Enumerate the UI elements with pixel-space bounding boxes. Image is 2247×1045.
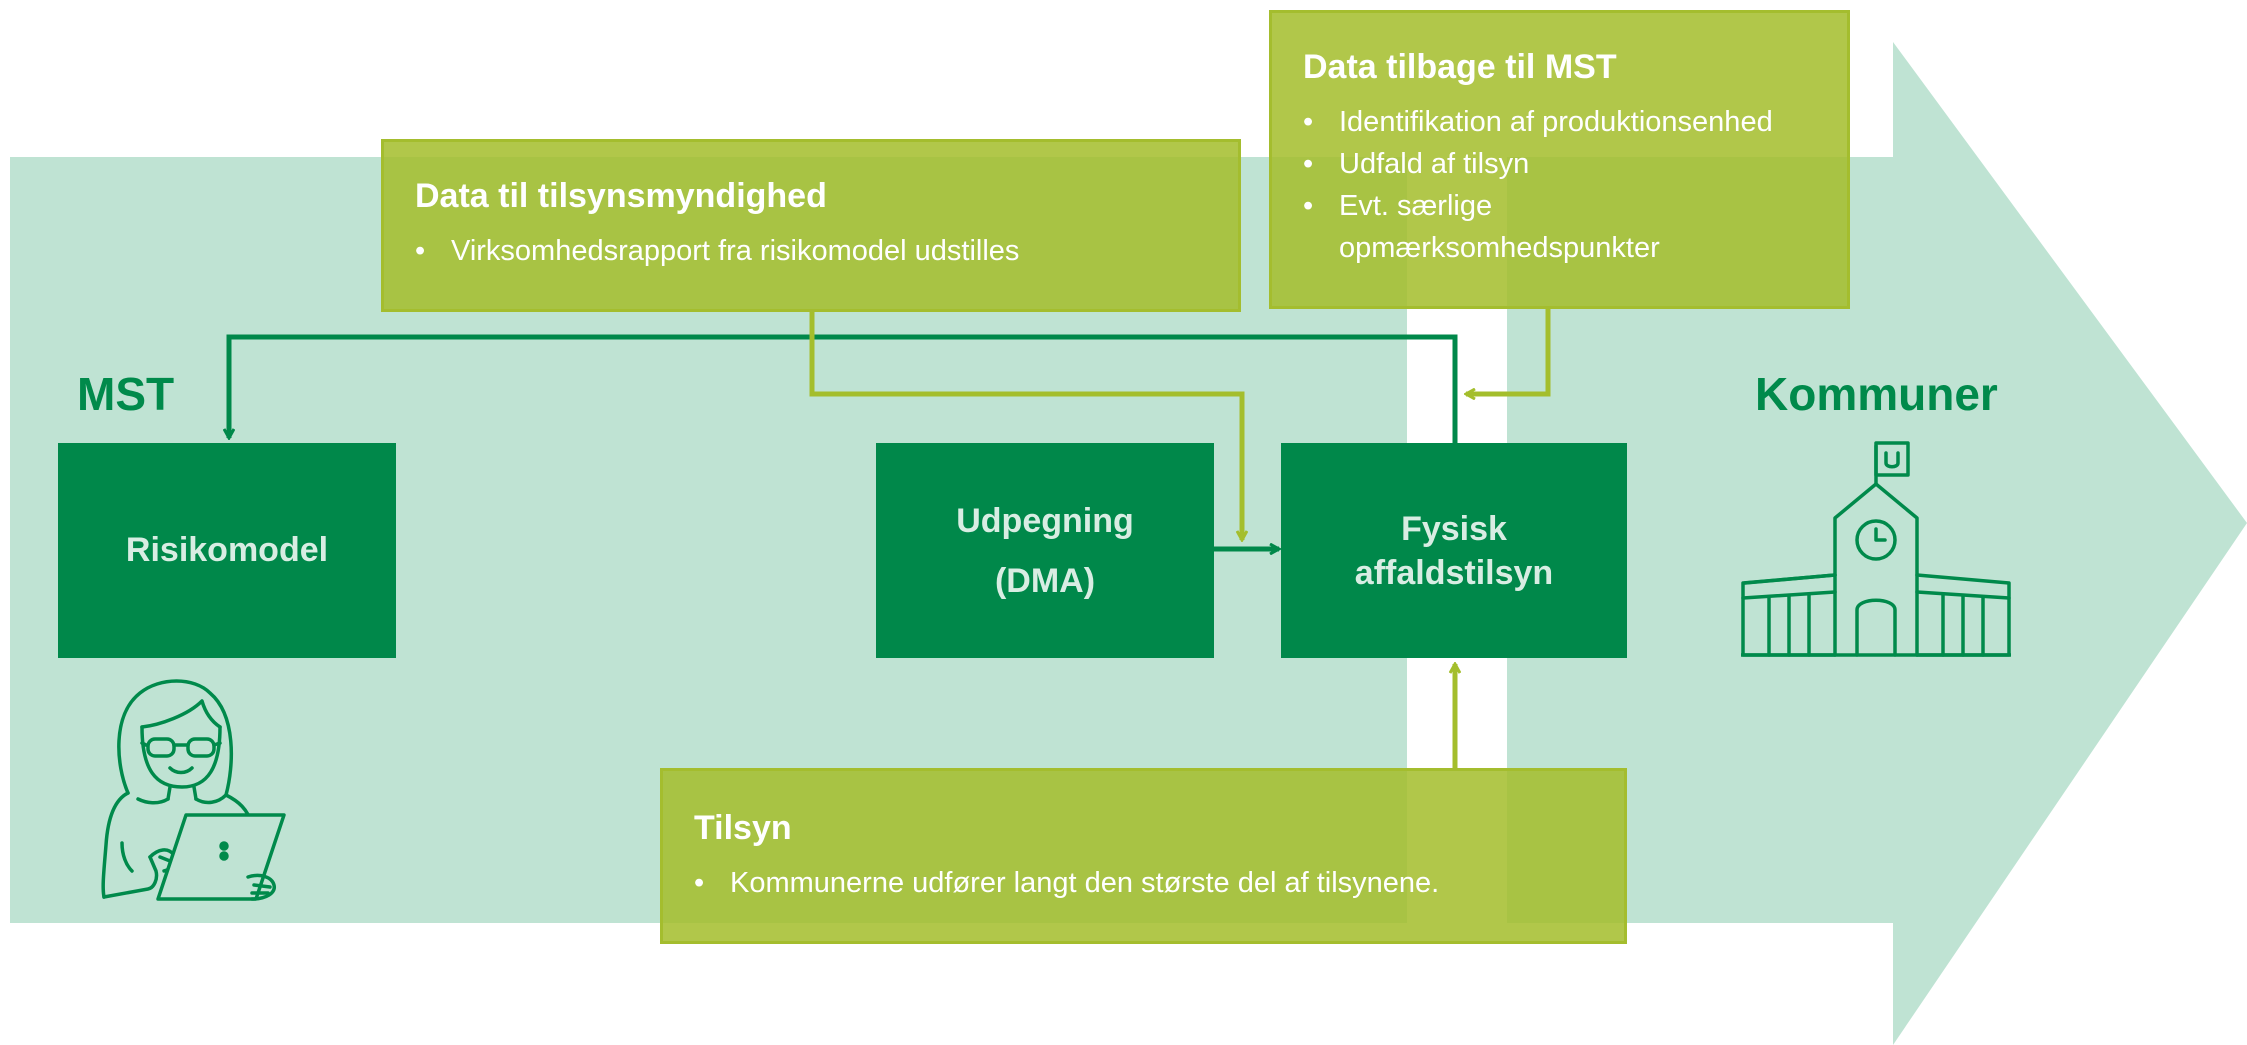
- fysisk-label-line-2: affaldstilsyn: [1354, 553, 1554, 592]
- person-with-tablet-icon: [101, 679, 286, 901]
- tilsyn-list: Kommunerne udfører langt den største del…: [694, 862, 1624, 904]
- tilsyn-bullet: Kommunerne udfører langt den største del…: [694, 862, 1624, 904]
- data-til-bullet: Virksomhedsrapport fra risikomodel udsti…: [415, 230, 1238, 272]
- udpegning-label-line-1: Udpegning: [956, 501, 1134, 540]
- risikomodel-box: Risikomodel: [58, 443, 396, 658]
- risikomodel-label: Risikomodel: [125, 531, 329, 569]
- tilsyn-box: Tilsyn Kommunerne udfører langt den stør…: [660, 768, 1627, 944]
- data-til-tilsynsmyndighed-box: Data til tilsynsmyndighed Virksomhedsrap…: [381, 139, 1241, 312]
- data-tilbage-title: Data tilbage til MST: [1303, 48, 1617, 86]
- data-til-list: Virksomhedsrapport fra risikomodel udsti…: [415, 230, 1238, 272]
- data-tilbage-bullet-continuation: opmærksomhedspunkter: [1339, 232, 1660, 264]
- mst-label: MST: [77, 368, 175, 420]
- kommuner-label: Kommuner: [1755, 368, 1998, 420]
- fysisk-affaldstilsyn-box: Fysisk affaldstilsyn: [1281, 443, 1627, 658]
- data-tilbage-bullet: Udfald af tilsyn: [1303, 143, 1847, 185]
- data-til-title: Data til tilsynsmyndighed: [415, 177, 827, 215]
- data-tilbage-bullet: Evt. særlige: [1303, 185, 1847, 227]
- udpegning-label-line-2: (DMA): [994, 561, 1096, 600]
- data-tilbage-til-mst-box: Data tilbage til MST Identifikation af p…: [1269, 10, 1850, 309]
- udpegning-box: Udpegning (DMA): [876, 443, 1214, 658]
- data-tilbage-connector: [1466, 309, 1551, 394]
- tilsyn-title: Tilsyn: [694, 809, 792, 847]
- town-hall-icon: [1741, 441, 2011, 657]
- fysisk-label-line-1: Fysisk: [1401, 509, 1507, 548]
- data-tilbage-bullet: Identifikation af produktionsenhed: [1303, 101, 1847, 143]
- data-tilbage-list: Identifikation af produktionsenhed Udfal…: [1303, 101, 1847, 269]
- data-til-connector: [809, 310, 1242, 540]
- feedback-connector: [229, 334, 1458, 443]
